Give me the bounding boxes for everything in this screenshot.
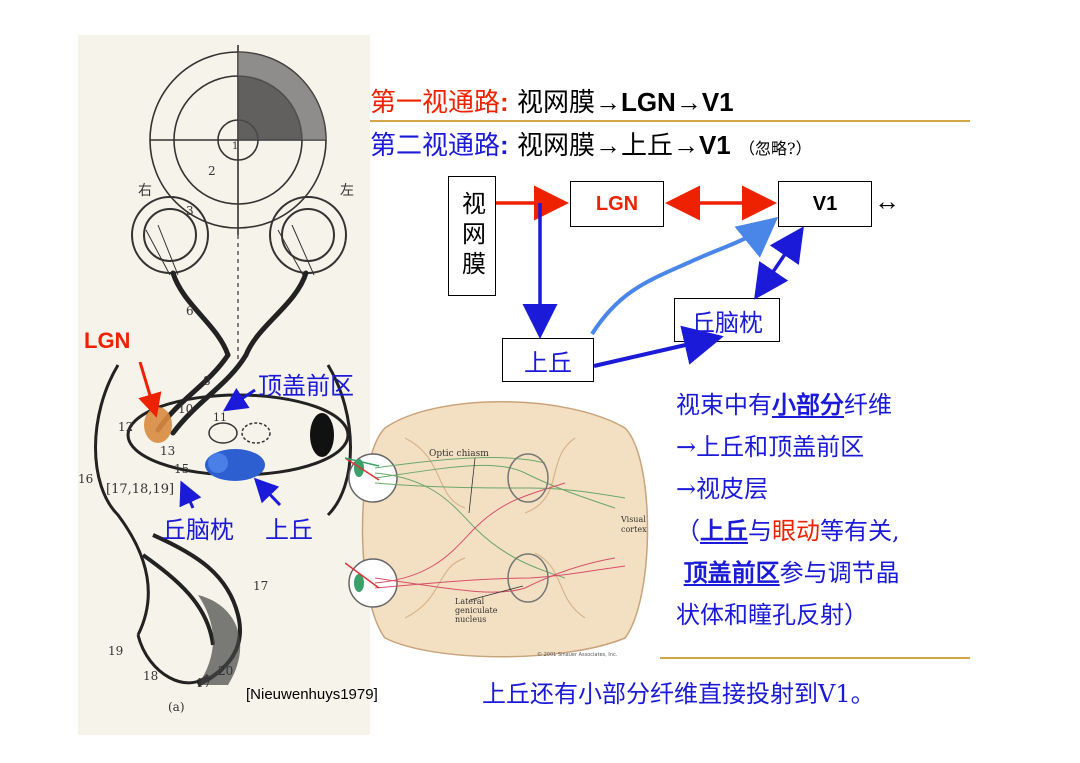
visual-pathway-drawing: 2 3 1 右 左 6 8 (78, 45, 354, 714)
citation: [Nieuwenhuys1979] (246, 686, 378, 703)
second-sc: 上丘 (620, 131, 673, 161)
figure-label: (a) (168, 700, 185, 714)
bottom-rule (660, 657, 970, 659)
pretectum-pointer-arrow (223, 388, 256, 412)
pulvinar-label-left: 丘脑枕 (162, 516, 234, 544)
lgn-box: LGN (570, 181, 664, 227)
first-v1: V1 (701, 87, 734, 117)
note-line-3: →视皮层 (676, 475, 769, 503)
pretectum-label: 顶盖前区 (258, 372, 354, 400)
superior-colliculus-label-left: 上丘 (265, 516, 313, 544)
note-line-2: →上丘和顶盖前区 (676, 433, 865, 461)
svg-text:17: 17 (253, 579, 268, 593)
sc-to-v1-arrow (590, 216, 779, 336)
first-arrow-2: → (675, 87, 702, 117)
pulvinar-pointer-arrow (179, 480, 202, 509)
pretectum-underlined: 顶盖前区 (683, 558, 780, 587)
second-pathway-colon: : (500, 130, 509, 160)
lgn-box-label: LGN (595, 192, 639, 215)
retina-box: 视网膜 (448, 176, 496, 296)
right-side-label: 右 (138, 183, 152, 199)
note-block: 视束中有小部分纤维 →上丘和顶盖前区 →视皮层 （上丘与眼动等有关, 顶盖前区参… (676, 384, 900, 636)
lgn-label: LGN (84, 328, 131, 353)
svg-text:1: 1 (232, 141, 238, 152)
svg-text:19: 19 (108, 644, 123, 658)
svg-text:2: 2 (208, 164, 216, 178)
title-rule (370, 120, 970, 122)
second-pathway-label: 第二视通路 (370, 131, 501, 161)
svg-text:6: 6 (186, 304, 194, 318)
sc-box: 上丘 (502, 338, 594, 382)
v1-box: V1 (778, 181, 872, 227)
bottom-note: 上丘还有小部分纤维直接投射到V1。 (482, 680, 875, 708)
optic-chiasm-label: Optic chiasm (429, 449, 489, 459)
svg-text:17: 17 (196, 676, 211, 690)
first-pathway-colon: : (500, 87, 509, 117)
second-pathway-retina: 视网膜 (508, 131, 595, 161)
first-pathway-label: 第一视通路 (370, 88, 501, 118)
svg-text:18: 18 (143, 669, 158, 683)
second-pathway-title: 第二视通路: 视网膜→上丘→V1 （忽略?） (370, 125, 812, 162)
svg-text:15: 15 (174, 462, 189, 476)
svg-text:20: 20 (218, 664, 233, 678)
svg-text:11: 11 (213, 411, 227, 424)
second-arrow-1: → (594, 130, 621, 160)
first-arrow-1: → (594, 87, 621, 117)
svg-text:13: 13 (160, 444, 175, 458)
sc-underlined: 上丘 (700, 516, 748, 545)
v1-side-arrow: ↔ (874, 186, 900, 216)
note-line-4: （上丘与眼动等有关, (676, 516, 900, 545)
first-pathway-retina: 视网膜 (508, 88, 595, 118)
ignore-note: （忽略?） (739, 139, 812, 158)
eye-movement-text: 眼动 (772, 517, 820, 545)
svg-text:10: 10 (178, 402, 193, 416)
note-line-6: 状体和瞳孔反射） (676, 601, 868, 629)
retina-label: 视网膜 (457, 191, 486, 281)
left-side-label: 左 (340, 183, 354, 199)
first-lgn: LGN (620, 87, 676, 117)
sc-pointer-arrow (253, 477, 282, 507)
svg-text:12: 12 (118, 420, 133, 434)
lgn-pointer-arrow (138, 361, 162, 418)
pulvinar-box: 丘脑枕 (674, 298, 780, 342)
v1-box-label: V1 (812, 192, 838, 215)
bracket-numbers: [17,18,19] (106, 482, 174, 497)
copyright-label: © 2001 Sinauer Associates, Inc. (537, 651, 618, 658)
pulvinar-v1-arrow (754, 226, 804, 300)
svg-text:16: 16 (78, 472, 93, 486)
sc-box-label: 上丘 (524, 348, 572, 377)
sc-to-pulvinar-arrow (593, 325, 724, 368)
svg-text:8: 8 (203, 374, 211, 388)
second-v1: V1 (698, 130, 731, 160)
small-portion-underlined: 小部分 (772, 390, 844, 419)
first-pathway-title: 第一视通路: 视网膜→LGN→V1 (370, 82, 734, 119)
note-line-5: 顶盖前区参与调节晶 (683, 558, 900, 587)
svg-text:3: 3 (186, 204, 194, 218)
second-arrow-2: → (672, 130, 699, 160)
anatomical-figure: 2 3 1 右 左 6 8 (78, 35, 370, 735)
note-line-1: 视束中有小部分纤维 (676, 390, 892, 419)
